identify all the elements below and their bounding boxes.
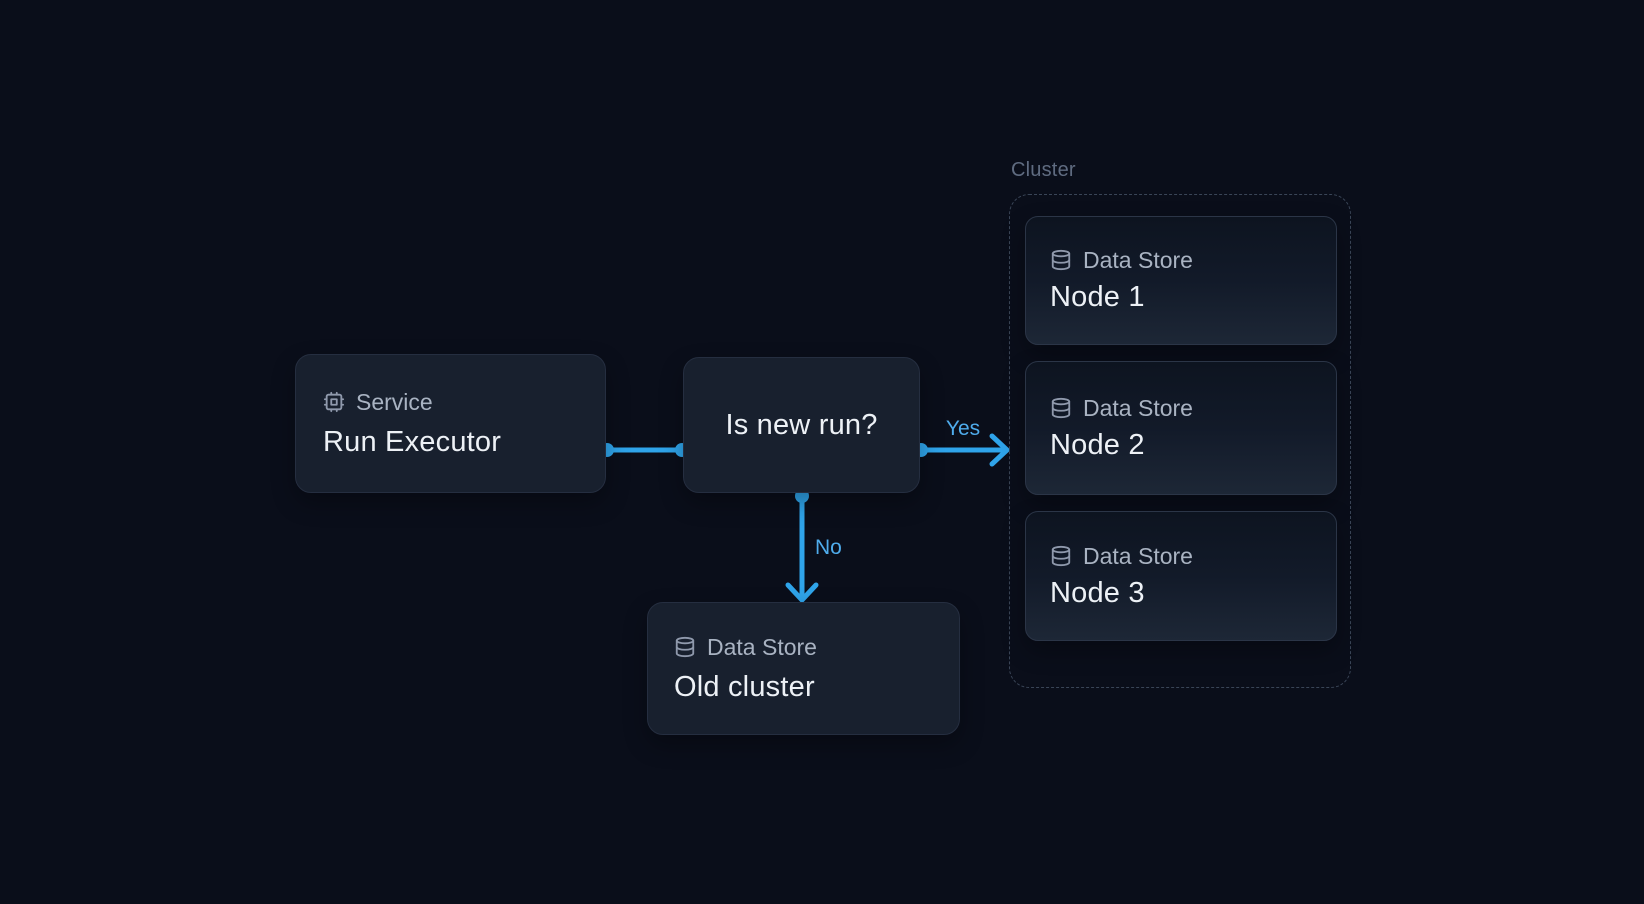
arrowhead-down-icon [785, 582, 819, 603]
edge-no-to-old-cluster [785, 489, 819, 603]
node-old-cluster[interactable]: Data Store Old cluster [647, 602, 960, 735]
cpu-icon [323, 391, 345, 413]
node-decision[interactable]: Is new run? [683, 357, 920, 493]
node-title: Node 3 [1050, 576, 1145, 609]
node-type-row: Data Store [1050, 248, 1312, 272]
node-title: Node 2 [1050, 428, 1145, 461]
node-type-row: Data Store [1050, 544, 1312, 568]
cluster-group [1009, 194, 1351, 688]
edge-label-no: No [815, 536, 842, 559]
node-type-label: Data Store [1083, 542, 1193, 569]
node-type-row: Data Store [674, 635, 933, 659]
database-icon [674, 636, 696, 658]
edge-service-to-decision [600, 443, 689, 457]
database-icon [1050, 249, 1072, 271]
node-title: Old cluster [674, 670, 815, 703]
node-type-label: Service [356, 388, 433, 415]
node-datastore-2[interactable]: Data Store Node 2 [1025, 361, 1337, 495]
node-type-label: Data Store [1083, 394, 1193, 421]
node-service[interactable]: Service Run Executor [295, 354, 606, 493]
node-type-row: Data Store [1050, 396, 1312, 420]
node-type-label: Data Store [1083, 247, 1193, 273]
node-type-label: Data Store [707, 633, 817, 660]
cluster-group-label: Cluster [1011, 159, 1076, 181]
node-title: Node 1 [1050, 281, 1145, 313]
edge-label-yes: Yes [945, 417, 981, 440]
node-datastore-1[interactable]: Data Store Node 1 [1025, 216, 1337, 345]
database-icon [1050, 397, 1072, 419]
node-title: Is new run? [725, 409, 878, 441]
node-datastore-3[interactable]: Data Store Node 3 [1025, 511, 1337, 641]
node-title: Run Executor [323, 425, 502, 458]
node-type-row: Service [323, 390, 578, 414]
database-icon [1050, 545, 1072, 567]
